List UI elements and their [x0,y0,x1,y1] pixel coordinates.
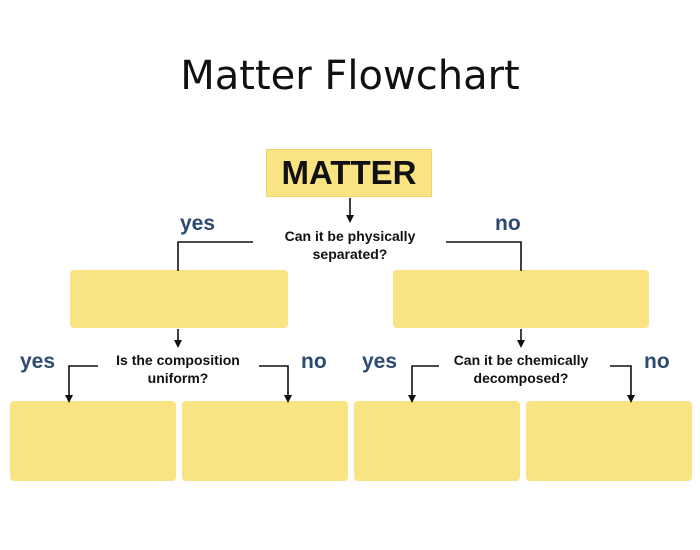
blank-box-chemical-no[interactable] [526,401,692,481]
answer-yes-physical: yes [180,212,216,235]
connector-physical-no [446,241,522,271]
blank-box-not-separable[interactable] [393,270,649,328]
answer-no-uniform: no [301,350,327,373]
connector-physical-yes [177,241,253,271]
arrow-chemical-no [610,365,635,403]
arrow-uniform-no [259,365,292,403]
matter-box: MATTER [266,149,432,197]
answer-yes-chemical: yes [362,350,398,373]
question-chemically-decomposed: Can it be chemically decomposed? [453,352,589,386]
arrow-uniform-yes [65,365,98,403]
answer-no-chemical: no [644,350,670,373]
question-composition-uniform: Is the composition uniform? [116,352,240,386]
question-physically-separated: Can it be physically separated? [284,228,416,262]
answer-no-physical: no [495,212,521,235]
blank-box-chemical-yes[interactable] [354,401,520,481]
blank-box-separable[interactable] [70,270,288,328]
answer-yes-uniform: yes [20,350,56,373]
arrow-chemical-yes [408,365,439,403]
page-title: Matter Flowchart [180,53,520,99]
matter-label: MATTER [281,154,417,191]
blank-box-uniform-yes[interactable] [10,401,176,481]
blank-box-uniform-no[interactable] [182,401,348,481]
